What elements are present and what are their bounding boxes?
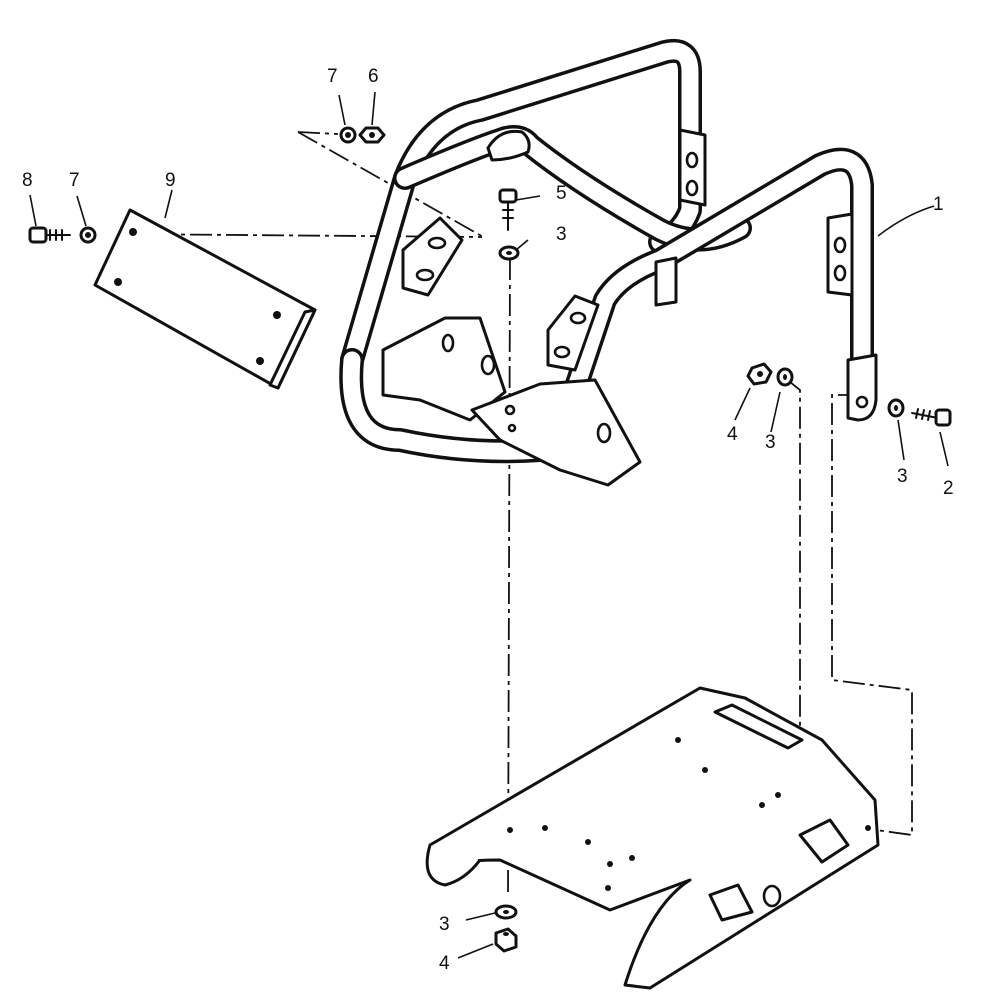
callout-8: 8 (22, 170, 33, 191)
bolt-2-icon (911, 408, 952, 427)
nut-4-icon (746, 362, 773, 386)
callout-1: 1 (933, 194, 944, 215)
nut-4b-icon (494, 927, 518, 953)
lock-washer-7b-icon (339, 126, 357, 144)
washer-3-icon (498, 245, 520, 261)
bolt-5-icon (498, 188, 518, 231)
callout-9: 9 (165, 170, 176, 191)
guard-plate (93, 208, 317, 390)
nut-6-icon (358, 126, 386, 144)
lock-washer-7-icon (79, 226, 97, 244)
callout-4-middle: 4 (727, 424, 738, 445)
callout-3-upper: 3 (556, 224, 567, 245)
callout-6: 6 (368, 66, 379, 87)
base-frame (425, 686, 880, 990)
callout-2: 2 (943, 478, 954, 499)
washer-3c-icon (887, 398, 905, 418)
callout-7-top: 7 (327, 66, 338, 87)
callout-3-right: 3 (897, 466, 908, 487)
callout-3-middle: 3 (765, 432, 776, 453)
leader-lines (29, 91, 949, 959)
fasteners (28, 126, 952, 953)
callout-3-bottom: 3 (439, 914, 450, 935)
washer-3d-icon (494, 904, 518, 920)
callout-7-left: 7 (69, 170, 80, 191)
callout-5: 5 (556, 183, 567, 204)
roll-bar-frame (339, 39, 878, 487)
bolt-8-icon (28, 226, 71, 244)
washer-3b-icon (776, 367, 794, 387)
callout-4-bottom: 4 (439, 953, 450, 974)
callout-labels: 1 2 3 3 3 3 4 4 5 6 7 7 8 9 (22, 66, 954, 974)
